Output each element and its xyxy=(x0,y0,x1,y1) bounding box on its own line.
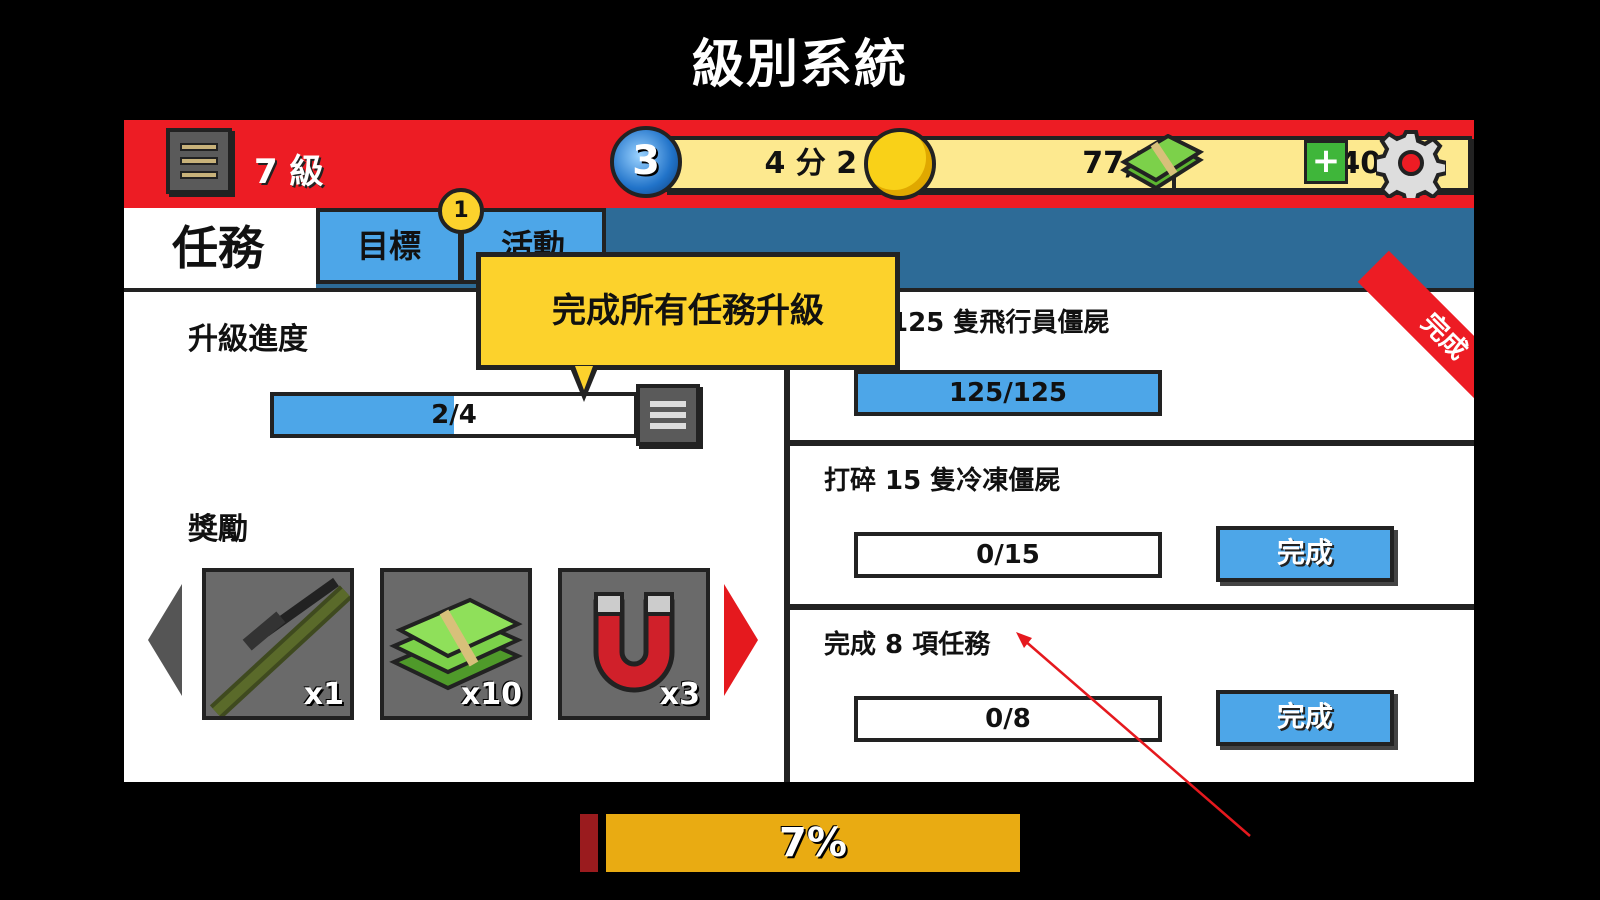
task-item: 打碎 15 隻冷凍僵屍 0/15 完成 xyxy=(790,446,1474,606)
task-divider xyxy=(790,440,1474,446)
prev-reward-arrow[interactable] xyxy=(148,584,182,696)
task-progress-bar: 0/8 xyxy=(854,696,1162,742)
progress-track xyxy=(606,814,1020,872)
complete-task-button[interactable]: 完成 xyxy=(1216,526,1394,582)
reward-qty: x1 xyxy=(303,677,344,712)
notification-badge: 1 xyxy=(438,188,484,234)
loading-progress: 7% xyxy=(580,814,1020,872)
task-progress-text: 0/15 xyxy=(976,540,1040,570)
page-title: 級別系統 xyxy=(691,35,908,95)
level-panel: 7 級 4 分 2 秒 3 77,792 401 + 任務 目標 活動 1 升級… xyxy=(124,120,1474,782)
reward-sniper-rifle: x1 xyxy=(202,568,354,720)
task-progress-text: 125/125 xyxy=(948,378,1068,408)
reward-qty: x3 xyxy=(659,677,700,712)
task-title: 完成 8 項任務 xyxy=(824,630,991,660)
reward-cash: x10 xyxy=(380,568,532,720)
task-progress-text: 0/8 xyxy=(985,704,1031,734)
upgrade-progress-bar: 2/4 xyxy=(270,392,638,438)
top-bar: 7 級 4 分 2 秒 3 77,792 401 + xyxy=(124,120,1474,208)
coin-icon xyxy=(864,128,936,200)
add-cash-button[interactable]: + xyxy=(1304,140,1348,184)
magnet-icon xyxy=(593,592,675,693)
progress-fill xyxy=(274,396,454,434)
energy-icon: 3 xyxy=(610,126,682,198)
tab-tasks[interactable]: 任務 xyxy=(124,208,316,288)
hint-tooltip: 完成所有任務升級 xyxy=(476,252,900,370)
upgrade-progress-label: 升級進度 xyxy=(188,322,308,357)
task-title: 打碎 15 隻冷凍僵屍 xyxy=(824,466,1061,496)
task-progress-bar: 125/125 xyxy=(854,370,1162,416)
task-item: 完成 8 項任務 0/8 完成 xyxy=(790,610,1474,782)
task-title: 125 隻飛行員僵屍 xyxy=(890,308,1110,338)
tooltip-tail-fill xyxy=(575,366,593,390)
cash-stack-icon xyxy=(389,597,523,691)
progress-text: 2/4 xyxy=(431,400,477,430)
menu-button[interactable] xyxy=(166,128,232,194)
upgrade-section: 升級進度 2/4 獎勵 x1 x10 xyxy=(124,292,784,782)
reward-magnet: x3 xyxy=(558,568,710,720)
next-reward-arrow[interactable] xyxy=(724,584,758,696)
gear-icon[interactable] xyxy=(1376,128,1446,198)
column-divider xyxy=(784,292,790,782)
sniper-rifle-icon xyxy=(209,577,350,716)
tab-goals[interactable]: 目標 xyxy=(316,208,462,284)
task-progress-bar: 0/15 xyxy=(854,532,1162,578)
level-label: 7 級 xyxy=(254,152,324,192)
task-divider xyxy=(790,604,1474,610)
cash-icon xyxy=(1120,134,1204,191)
task-item: 125 隻飛行員僵屍 125/125 xyxy=(790,292,1474,444)
reward-qty: x10 xyxy=(460,677,522,712)
progress-percent: 7% xyxy=(779,820,847,866)
progress-cap xyxy=(580,814,598,872)
task-list-button[interactable] xyxy=(636,384,700,446)
task-progress-fill xyxy=(858,374,1158,412)
complete-task-button[interactable]: 完成 xyxy=(1216,690,1394,746)
rewards-label: 獎勵 xyxy=(188,512,248,547)
